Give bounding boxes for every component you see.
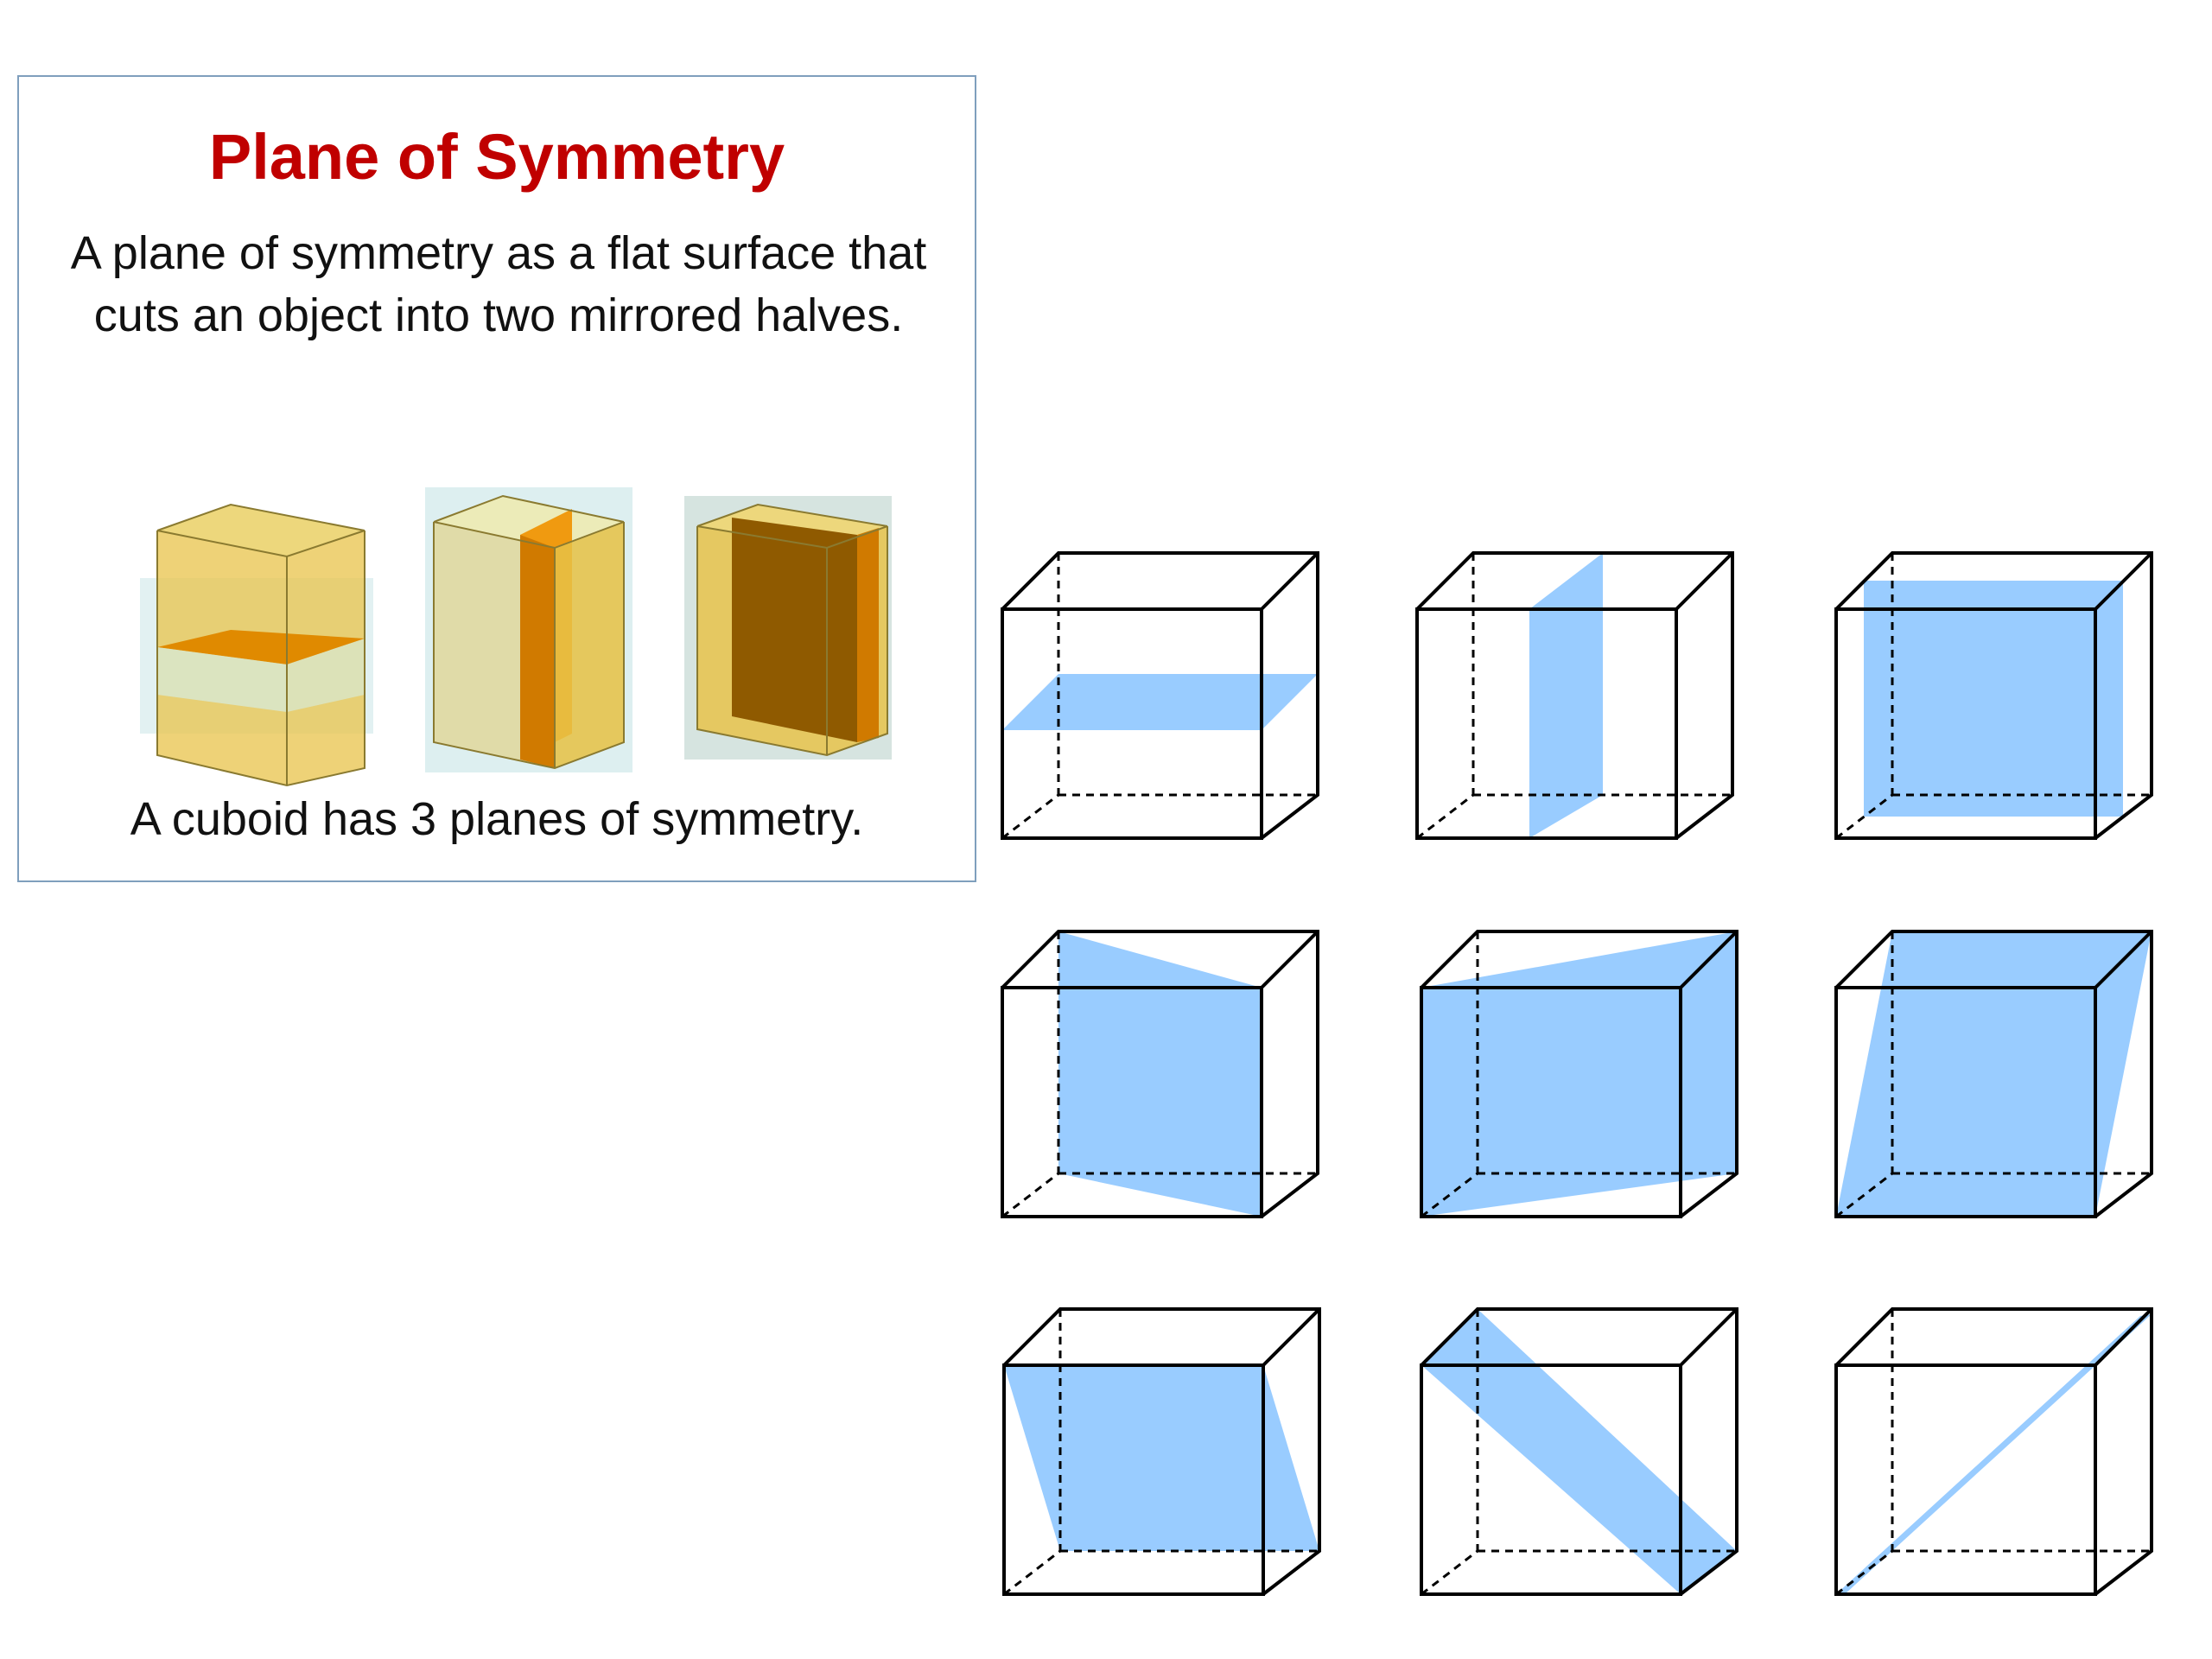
cube-plane-vertical-left-right [1415, 551, 1734, 840]
card-title: Plane of Symmetry [208, 121, 785, 193]
cuboid-horizontal-plane [140, 503, 373, 787]
card-footer: A cuboid has 3 planes of symmetry. [130, 793, 864, 845]
cube-symmetry-grid [1001, 551, 2153, 1596]
cuboid-vertical-front-plane [684, 496, 892, 760]
cube-plane-diagonal-corner-line [1834, 1307, 2153, 1596]
cube-plane-diagonal-front-edge-right [1002, 1307, 1321, 1596]
description-line-1: A plane of symmetry as a flat surface th… [70, 227, 927, 279]
cube-plane-vertical-front-back [1834, 551, 2153, 840]
cube-plane-diagonal-1 [1001, 930, 1319, 1218]
cuboid-illustrations [140, 487, 892, 787]
cuboid-vertical-side-plane [425, 487, 632, 772]
cube-plane-diagonal-top-to-bottom [1420, 1307, 1738, 1596]
cube-plane-diagonal-2 [1420, 930, 1738, 1218]
info-card: Plane of Symmetry A plane of symmetry as… [17, 75, 976, 882]
description-line-2: cuts an object into two mirrored halves. [93, 289, 904, 341]
card-description: A plane of symmetry as a flat surface th… [54, 222, 944, 346]
cube-plane-diagonal-front-edge-left [1834, 930, 2153, 1218]
cube-plane-horizontal [1001, 551, 1319, 840]
